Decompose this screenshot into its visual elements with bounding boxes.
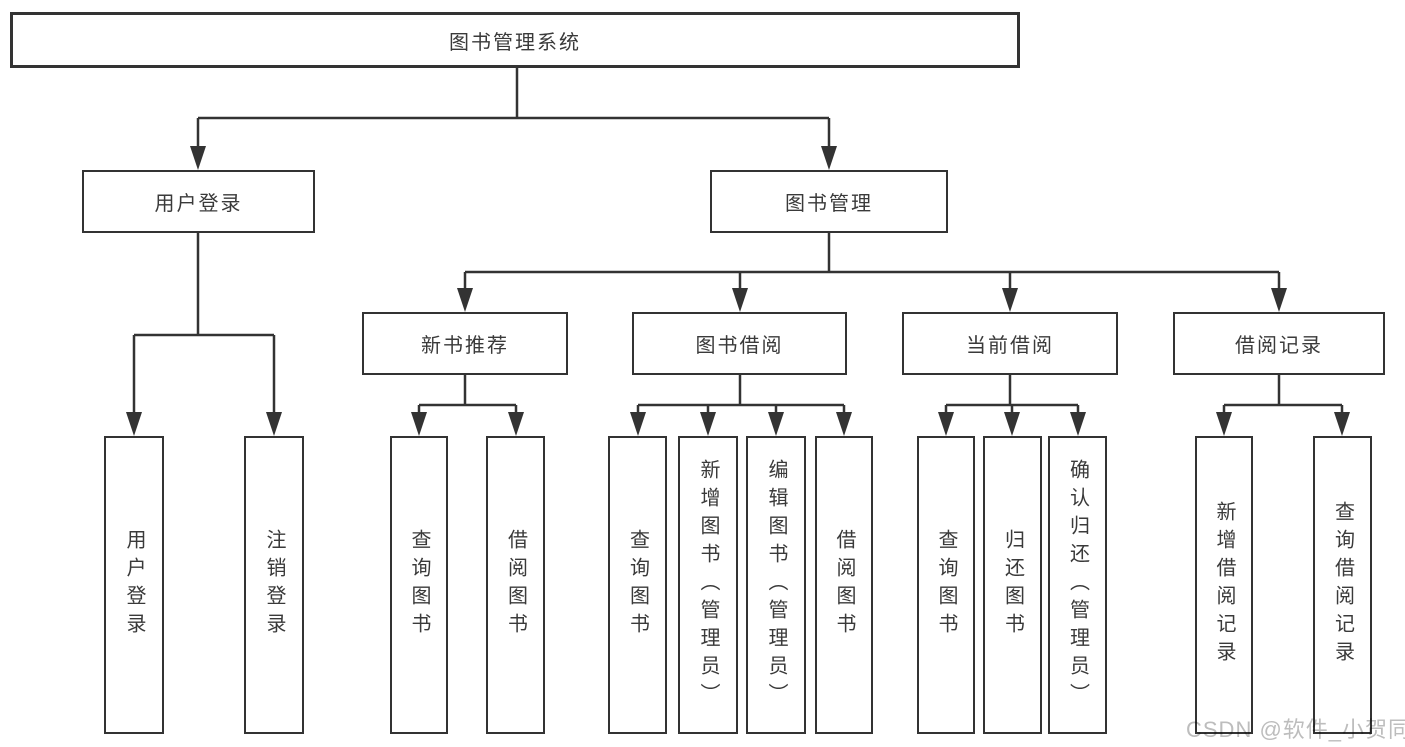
- node-label: 查询图书: [935, 529, 957, 641]
- node-new-book-recommendation: 新书推荐: [362, 312, 568, 375]
- node-book-management: 图书管理: [710, 170, 948, 233]
- node-current-borrowing: 当前借阅: [902, 312, 1118, 375]
- node-library-management-system: 图书管理系统: [10, 12, 1020, 68]
- node-label: 当前借阅: [966, 335, 1054, 357]
- node-borrow-books-recommend: 借阅图书: [486, 436, 545, 734]
- node-query-books-borrowing: 查询图书: [608, 436, 667, 734]
- node-confirm-return-admin: 确认归还（管理员）: [1048, 436, 1107, 734]
- node-query-books-current: 查询图书: [917, 436, 975, 734]
- node-borrowing-records: 借阅记录: [1173, 312, 1385, 375]
- node-label: 借阅记录: [1235, 335, 1323, 357]
- node-label: 确认归还（管理员）: [1066, 459, 1089, 711]
- node-label: 查询图书: [408, 529, 430, 641]
- node-user-login: 用户登录: [82, 170, 315, 233]
- node-label: 用户登录: [123, 529, 145, 641]
- node-add-books-admin: 新增图书（管理员）: [678, 436, 738, 734]
- node-query-borrow-records: 查询借阅记录: [1313, 436, 1372, 734]
- node-add-borrow-record: 新增借阅记录: [1195, 436, 1253, 734]
- node-label: 归还图书: [1001, 529, 1024, 641]
- node-label: 借阅图书: [504, 529, 527, 641]
- node-label: 借阅图书: [833, 529, 855, 641]
- node-label: 编辑图书（管理员）: [765, 459, 787, 711]
- node-label: 图书借阅: [695, 335, 784, 357]
- node-edit-books-admin: 编辑图书（管理员）: [746, 436, 806, 734]
- node-label: 查询借阅记录: [1331, 501, 1354, 669]
- node-label: 图书管理系统: [449, 31, 581, 54]
- arrowheads: [126, 146, 1350, 436]
- node-label: 新增借阅记录: [1213, 501, 1235, 669]
- node-query-books-recommend: 查询图书: [390, 436, 448, 734]
- node-return-books: 归还图书: [983, 436, 1042, 734]
- node-label: 新书推荐: [421, 335, 509, 357]
- node-label: 图书管理: [785, 193, 873, 215]
- node-logout: 注销登录: [244, 436, 304, 734]
- node-borrow-books: 借阅图书: [815, 436, 873, 734]
- node-label: 注销登录: [263, 529, 285, 641]
- node-label: 新增图书（管理员）: [697, 459, 719, 711]
- node-user-login-action: 用户登录: [104, 436, 164, 734]
- node-label: 查询图书: [626, 529, 649, 641]
- csdn-watermark: CSDN @软件_小贺同学: [1186, 717, 1405, 742]
- node-book-borrowing: 图书借阅: [632, 312, 847, 375]
- node-label: 用户登录: [154, 193, 243, 215]
